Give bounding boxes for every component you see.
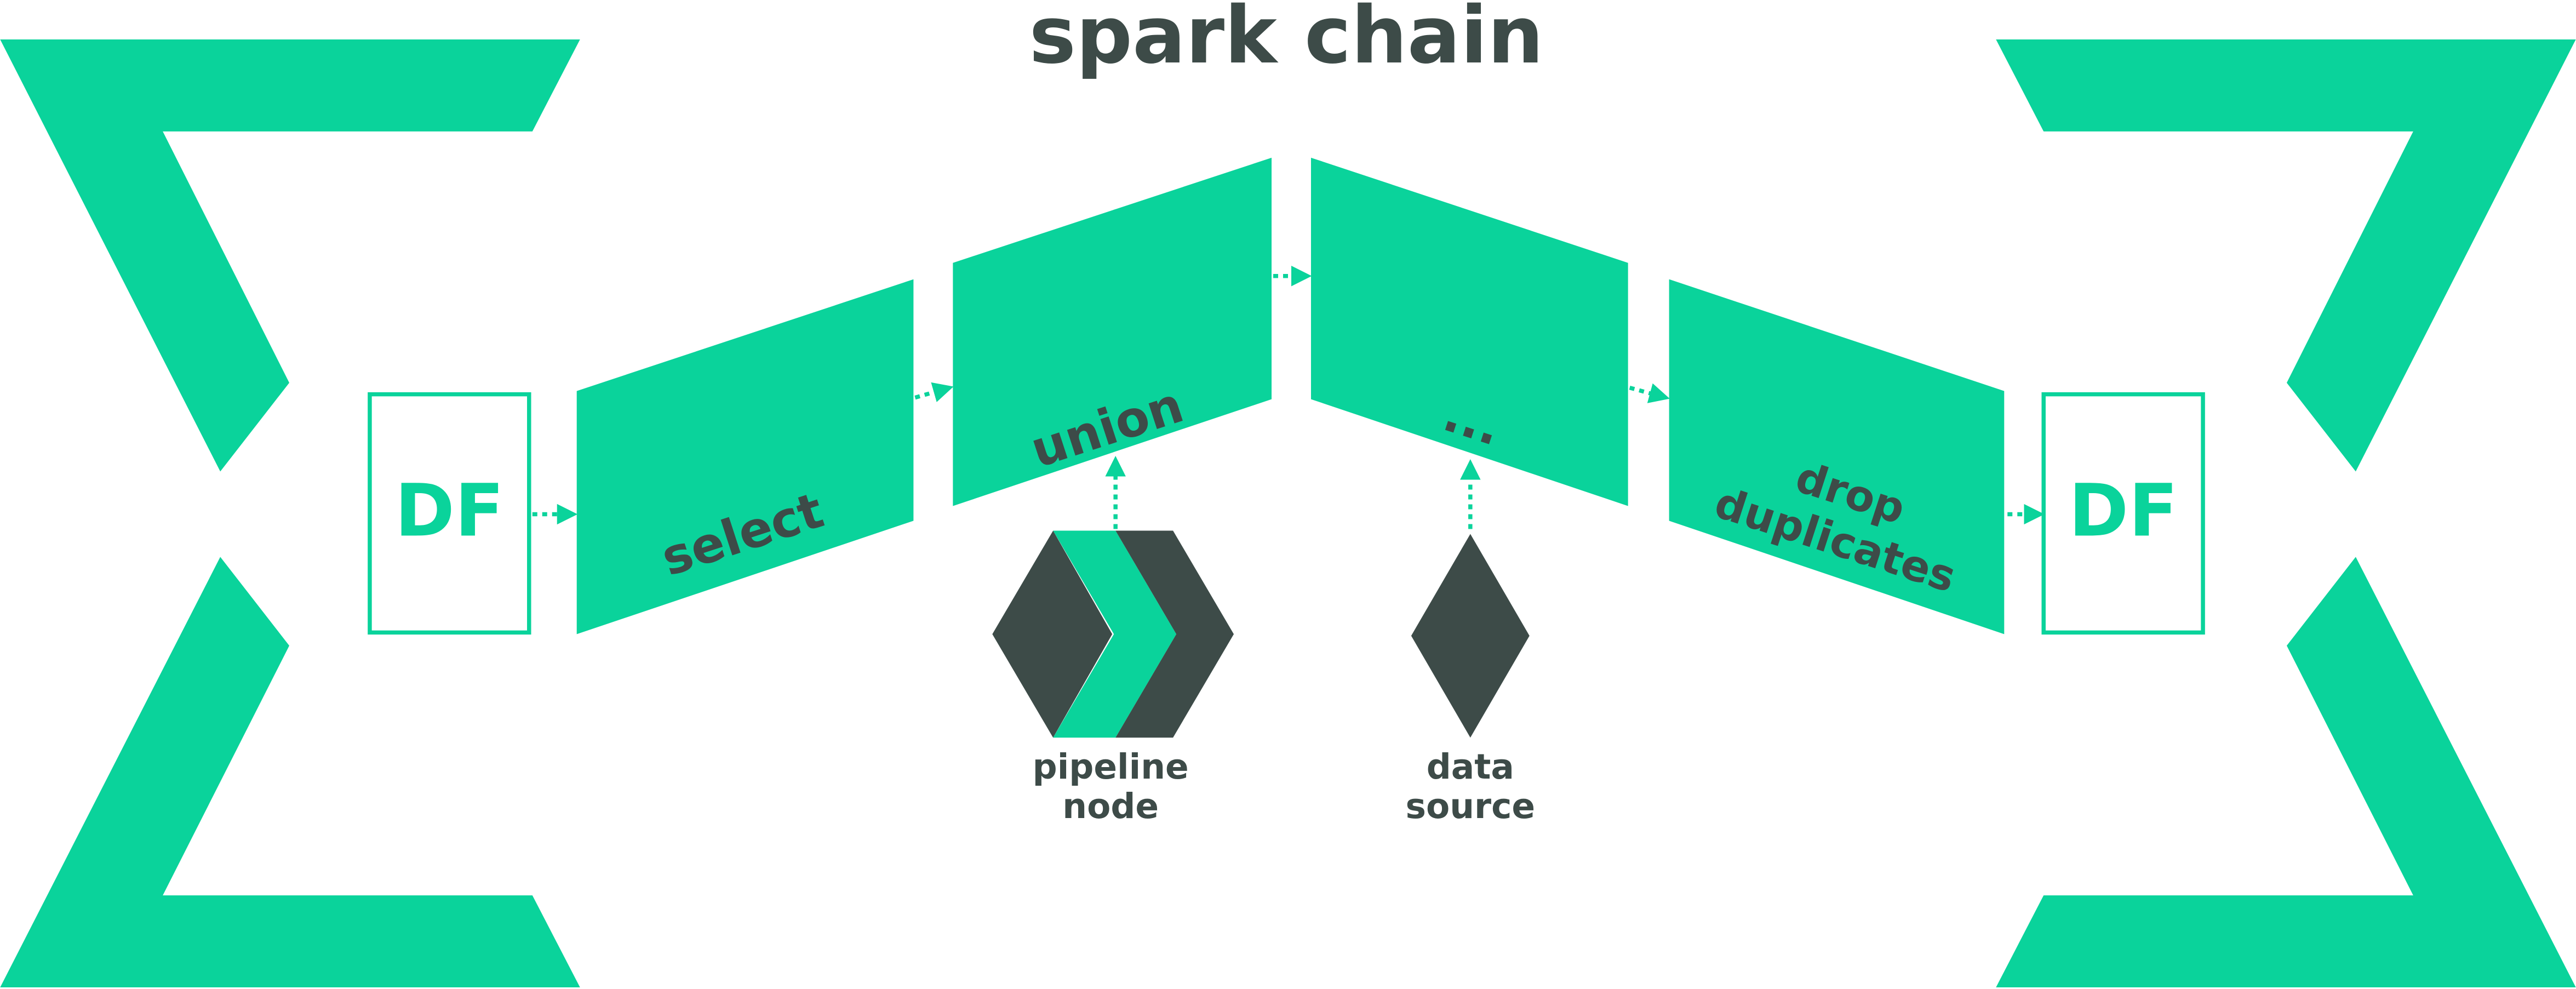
legend-pipeline-node-line2: node bbox=[1062, 786, 1159, 826]
step-panel-union bbox=[953, 157, 1272, 506]
legend-data-source-line1: data bbox=[1427, 747, 1514, 787]
right-sigma-bracket-bottom bbox=[1996, 557, 2576, 988]
input-dataframe-label: DF bbox=[395, 469, 505, 553]
legend-data-source-line2: source bbox=[1406, 786, 1536, 826]
arrow-ellipsis-to-drop bbox=[1629, 383, 1670, 403]
data-source-icon bbox=[1411, 534, 1530, 738]
step-panel-select bbox=[576, 279, 914, 634]
legend-pipeline-node-line1: pipeline bbox=[1033, 747, 1189, 787]
step-panel-ellipsis bbox=[1310, 157, 1628, 506]
left-sigma-bracket-bottom bbox=[0, 557, 580, 988]
output-dataframe-label: DF bbox=[2069, 469, 2178, 553]
pipeline-node-icon bbox=[992, 530, 1234, 738]
step-panel-drop-duplicates bbox=[1669, 279, 2005, 634]
output-dataframe-box: DF bbox=[2041, 392, 2205, 635]
diagram-title: spark chain bbox=[1029, 0, 1543, 81]
right-sigma-bracket-top bbox=[1996, 39, 2576, 472]
left-sigma-bracket-top bbox=[0, 39, 580, 472]
arrow-select-to-union bbox=[914, 382, 954, 402]
input-dataframe-box: DF bbox=[368, 392, 531, 635]
